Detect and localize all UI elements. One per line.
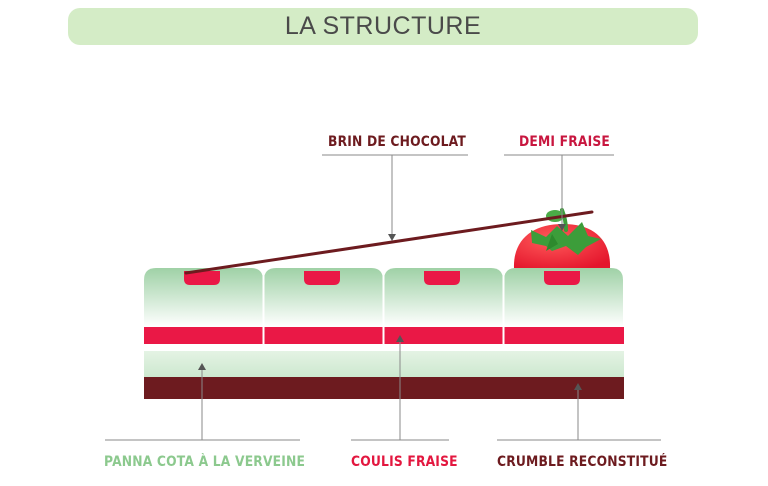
- block-separators: [262, 270, 505, 351]
- strawberry: [513, 208, 611, 268]
- label-chocolate: BRIN DE CHOCOLAT: [328, 134, 466, 150]
- pointer-lines: [105, 154, 661, 441]
- title-banner: LA STRUCTURE: [68, 8, 698, 45]
- label-coulis: COULIS FRAISE: [351, 454, 458, 470]
- label-strawberry: DEMI FRAISE: [519, 134, 611, 150]
- panna-cotta-lower-layer: [144, 351, 624, 377]
- coulis-pockets: [184, 271, 580, 285]
- page-title: LA STRUCTURE: [284, 12, 482, 40]
- label-panna-cotta: PANNA COTA À LA VERVEINE: [104, 454, 306, 470]
- crumble-layer: [144, 377, 624, 399]
- panna-cotta-top-layer: [144, 268, 623, 327]
- pointer-arrowheads: [198, 224, 582, 390]
- chocolate-stick: [184, 210, 594, 275]
- label-crumble: CRUMBLE RECONSTITUÉ: [497, 454, 668, 470]
